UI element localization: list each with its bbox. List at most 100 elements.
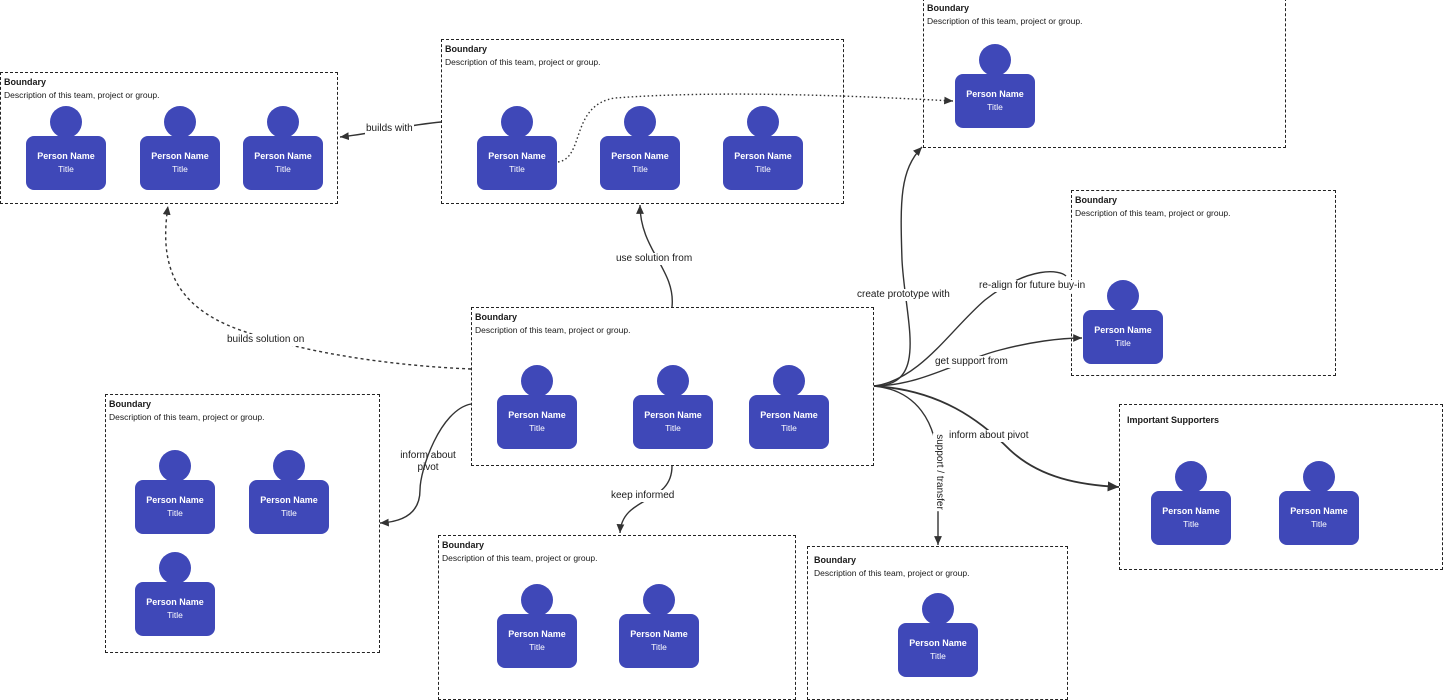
edge-label-builds-with: builds with xyxy=(365,123,414,135)
person-head-icon xyxy=(501,106,533,138)
boundary-title: Boundary xyxy=(109,399,152,409)
boundary-top-right[interactable]: Boundary Description of this team, proje… xyxy=(923,0,1286,148)
boundary-right-middle[interactable]: Boundary Description of this team, proje… xyxy=(1071,190,1336,376)
person-name: Person Name xyxy=(151,151,209,161)
edge-label-builds-solution-on: builds solution on xyxy=(226,334,306,346)
boundary-bottom-middle[interactable]: Boundary Description of this team, proje… xyxy=(438,535,796,700)
boundary-top-middle[interactable]: Boundary Description of this team, proje… xyxy=(441,39,844,204)
boundary-description: Description of this team, project or gro… xyxy=(442,553,598,563)
edge-label-use-solution-from: use solution from xyxy=(615,253,694,265)
person-title: Title xyxy=(509,164,525,174)
boundary-description: Description of this team, project or gro… xyxy=(475,325,631,335)
person-name: Person Name xyxy=(734,151,792,161)
person-head-icon xyxy=(159,552,191,584)
person-head-icon xyxy=(747,106,779,138)
person-head-icon xyxy=(1175,461,1207,493)
person-title: Title xyxy=(930,651,946,661)
person-head-icon xyxy=(1107,280,1139,312)
person-head-icon xyxy=(521,365,553,397)
person-title: Title xyxy=(58,164,74,174)
person-name: Person Name xyxy=(37,151,95,161)
boundary-bottom-center-right[interactable]: Boundary Description of this team, proje… xyxy=(807,546,1068,700)
person-name: Person Name xyxy=(146,495,204,505)
edge-label-inform-pivot-left: inform about pivot xyxy=(400,450,456,473)
boundary-description: Description of this team, project or gro… xyxy=(927,16,1083,26)
person-title: Title xyxy=(167,610,183,620)
person-title: Title xyxy=(651,642,667,652)
person-head-icon xyxy=(267,106,299,138)
edge-label-inform-pivot-right: inform about pivot xyxy=(948,430,1030,442)
person-head-icon xyxy=(979,44,1011,76)
person-name: Person Name xyxy=(488,151,546,161)
person-name: Person Name xyxy=(1162,506,1220,516)
person-title: Title xyxy=(1115,338,1131,348)
person-name: Person Name xyxy=(630,629,688,639)
person-name: Person Name xyxy=(760,410,818,420)
boundary-title: Boundary xyxy=(442,540,485,550)
boundary-description: Description of this team, project or gro… xyxy=(814,568,970,578)
boundary-description: Description of this team, project or gro… xyxy=(109,412,265,422)
person-title: Title xyxy=(529,642,545,652)
boundary-title: Boundary xyxy=(927,3,970,13)
person-head-icon xyxy=(643,584,675,616)
boundary-top-left[interactable]: Boundary Description of this team, proje… xyxy=(0,72,338,204)
boundary-title: Boundary xyxy=(1075,195,1118,205)
edge-label-keep-informed: keep informed xyxy=(610,490,676,502)
boundary-bottom-left[interactable]: Boundary Description of this team, proje… xyxy=(105,394,380,653)
person-title: Title xyxy=(1311,519,1327,529)
boundary-title: Boundary xyxy=(445,44,488,54)
person-title: Title xyxy=(1183,519,1199,529)
person-name: Person Name xyxy=(508,410,566,420)
person-name: Person Name xyxy=(260,495,318,505)
person-head-icon xyxy=(50,106,82,138)
person-head-icon xyxy=(773,365,805,397)
person-head-icon xyxy=(922,593,954,625)
person-title: Title xyxy=(167,508,183,518)
person-name: Person Name xyxy=(1290,506,1348,516)
boundary-title: Important Supporters xyxy=(1127,415,1220,425)
edge-create-prototype xyxy=(873,146,923,387)
person-title: Title xyxy=(632,164,648,174)
boundary-title: Boundary xyxy=(814,555,857,565)
boundary-description: Description of this team, project or gro… xyxy=(4,90,160,100)
person-head-icon xyxy=(164,106,196,138)
person-head-icon xyxy=(657,365,689,397)
boundary-center[interactable]: Boundary Description of this team, proje… xyxy=(471,307,874,466)
person-name: Person Name xyxy=(508,629,566,639)
edge-label-support-transfer: support / transfer xyxy=(932,433,945,511)
person-name: Person Name xyxy=(1094,325,1152,335)
person-head-icon xyxy=(159,450,191,482)
